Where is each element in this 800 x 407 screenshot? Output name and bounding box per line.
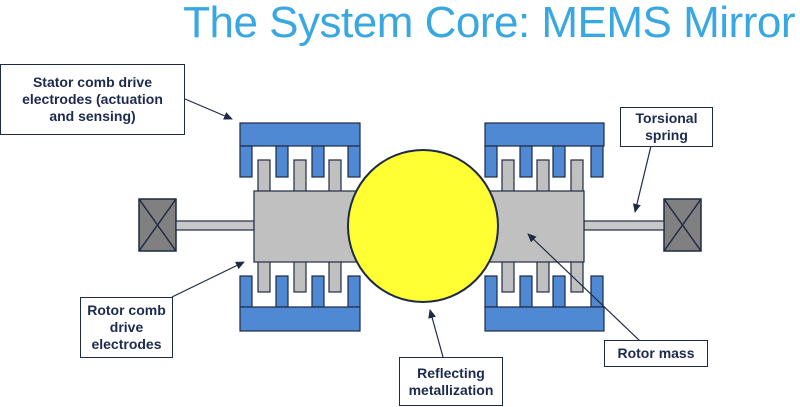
label-reflecting-metallization: Reflecting metallization xyxy=(399,357,503,406)
label-stator-comb-drive: Stator comb drive electrodes (actuation … xyxy=(0,64,185,135)
right-torsional-spring xyxy=(583,220,665,231)
leader-rotor-mass xyxy=(527,233,641,342)
stator-bottom-left xyxy=(239,275,361,332)
left-anchor xyxy=(138,198,177,252)
stator-top-right xyxy=(484,122,605,178)
stator-top-left xyxy=(239,122,361,178)
rotor-fingers-top-right xyxy=(501,159,584,193)
left-torsional-spring xyxy=(175,220,255,231)
label-rotor-comb-drive: Rotor comb drive electrodes xyxy=(80,297,173,358)
leader-torsional-spring xyxy=(632,145,652,213)
label-torsional-spring: Torsional spring xyxy=(620,107,713,147)
label-rotor-mass: Rotor mass xyxy=(604,340,708,367)
leader-stator xyxy=(184,98,233,120)
rotor-fingers-bottom-left xyxy=(257,260,342,293)
slide-title: The System Core: MEMS Mirror xyxy=(183,0,795,47)
rotor-fingers-top-left xyxy=(257,159,342,193)
right-anchor xyxy=(663,198,702,252)
leader-reflecting xyxy=(428,309,444,358)
mirror-reflecting-metallization xyxy=(347,149,499,303)
stator-bottom-right xyxy=(484,275,605,332)
leader-rotor-comb xyxy=(171,261,245,298)
rotor-fingers-bottom-right xyxy=(501,260,584,293)
